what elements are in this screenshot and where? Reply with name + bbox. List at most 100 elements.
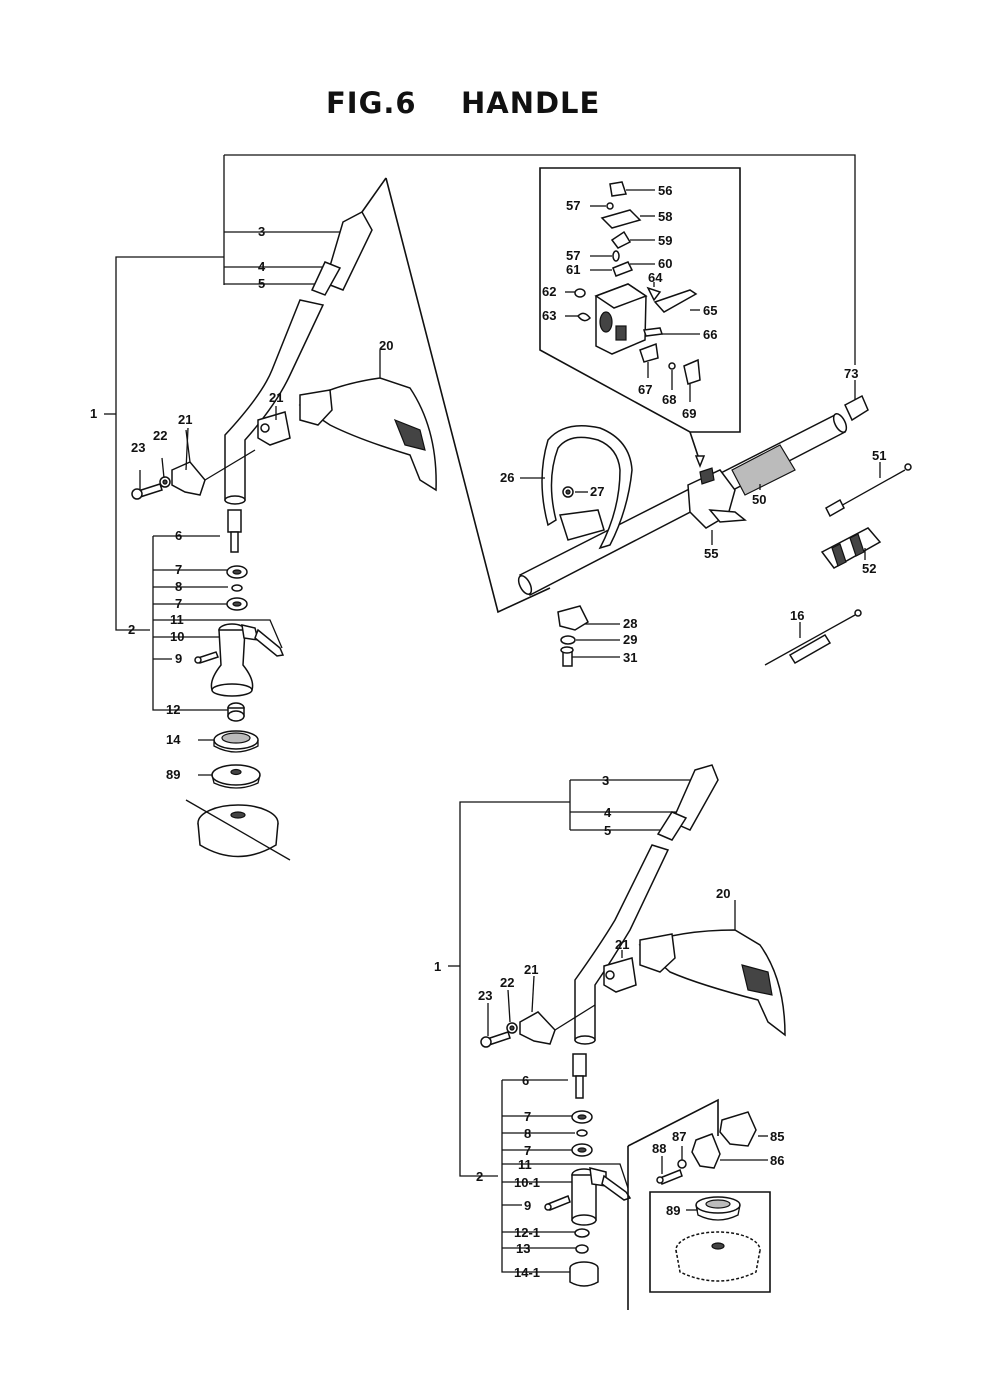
part-69-shape [683,358,701,385]
label-lr-22: 22 [500,975,514,990]
label-22: 22 [153,428,167,443]
lower-bearing-7b [571,1143,593,1157]
lower-part-13 [575,1244,589,1254]
label-lr-86: 86 [770,1153,784,1168]
top-bracket-line [224,154,856,365]
part-67-shape [639,342,659,363]
label-lr-88: 88 [652,1141,666,1156]
part-56-shape [609,181,627,197]
label-12: 12 [166,702,180,717]
label-50: 50 [752,492,766,507]
label-20: 20 [379,338,393,353]
lower-shaft-tube [574,844,670,1045]
part-52-spring [820,527,882,569]
label-69: 69 [682,406,696,421]
label-lr-13: 13 [516,1241,530,1256]
lower-screw-23 [480,1003,511,1048]
grip-50 [731,444,796,496]
label-lr-7a: 7 [524,1109,531,1124]
label-lr-21b: 21 [524,962,538,977]
part-16-throttle-cable [764,609,862,666]
upper-housing-10 [210,623,259,697]
label-65: 65 [703,303,717,318]
lower-part-14-1 [569,1261,599,1287]
lower-washer-22 [506,989,518,1034]
part-73-cap [844,394,869,422]
upper-guard [298,350,437,492]
part-87 [677,1159,687,1169]
control-box-outline [539,167,741,433]
label-lr-23: 23 [478,988,492,1003]
label-11: 11 [170,612,184,627]
label-1: 1 [90,406,97,421]
lower-callout-line-a [627,1098,719,1147]
label-lr-9: 9 [524,1198,531,1213]
label-67: 67 [638,382,652,397]
main-shaft [518,414,847,597]
upper-left-assembly: 3 4 5 1 2 6 7 8 7 11 10 9 12 14 89 20 21… [90,154,856,861]
label-21b: 21 [178,412,192,427]
part-68-shape [668,362,676,370]
label-lr-12-1: 12-1 [514,1225,540,1240]
label-lr-3: 3 [602,773,609,788]
label-lr-1: 1 [434,959,441,974]
upper-trimmer-head [185,799,291,861]
label-6: 6 [175,528,182,543]
upper-shaft-tube [224,299,325,505]
part-57b-shape [612,250,620,262]
part-59-shape [610,230,632,249]
upper-grip [310,210,373,296]
upper-part-6 [227,509,242,553]
bracket-2-line [152,536,230,711]
label-21a: 21 [269,390,283,405]
upper-part-89 [211,764,261,789]
label-lr-11: 11 [518,1157,532,1172]
label-4: 4 [258,259,266,274]
figure-title: FIG.6 HANDLE [326,86,601,120]
upper-part-12 [227,702,245,722]
label-23: 23 [131,440,145,455]
label-lr-5: 5 [604,823,611,838]
part-28-clamp [557,605,589,631]
upper-washer-22 [159,457,171,488]
label-51: 51 [872,448,886,463]
label-28: 28 [623,616,637,631]
upper-clamp-21a [257,411,291,446]
label-68: 68 [662,392,676,407]
bracket-1-line [115,256,224,631]
part-66-shape [642,327,664,337]
label-lr-7b: 7 [524,1143,531,1158]
lower-right-assembly: 3 4 5 20 1 21 21 23 22 6 7 8 7 11 2 10-1… [434,764,786,1310]
label-26: 26 [500,470,514,485]
label-73: 73 [844,366,858,381]
label-lr-87: 87 [672,1129,686,1144]
part-85 [719,1111,757,1147]
part-51-cable [825,463,912,518]
label-lr-10-1: 10-1 [514,1175,540,1190]
label-8: 8 [175,579,182,594]
part-27-nut [562,486,574,498]
label-59: 59 [658,233,672,248]
label-60: 60 [658,256,672,271]
label-10: 10 [170,629,184,644]
lower-trimmer-head [675,1231,761,1282]
label-52: 52 [862,561,876,576]
label-16: 16 [790,608,804,623]
label-57a: 57 [566,198,580,213]
label-62: 62 [542,284,556,299]
label-63: 63 [542,308,556,323]
part-62-shape [574,288,586,298]
label-2: 2 [128,622,135,637]
label-55: 55 [704,546,718,561]
label-29: 29 [623,632,637,647]
label-lr-8: 8 [524,1126,531,1141]
lower-guard [638,900,786,1037]
label-31: 31 [623,650,637,665]
lower-washer-8 [576,1129,588,1137]
label-58: 58 [658,209,672,224]
label-9: 9 [175,651,182,666]
part-31-bolt [560,646,574,667]
label-5: 5 [258,276,265,291]
lower-screw-9 [544,1195,571,1211]
switch-housing [594,283,648,355]
